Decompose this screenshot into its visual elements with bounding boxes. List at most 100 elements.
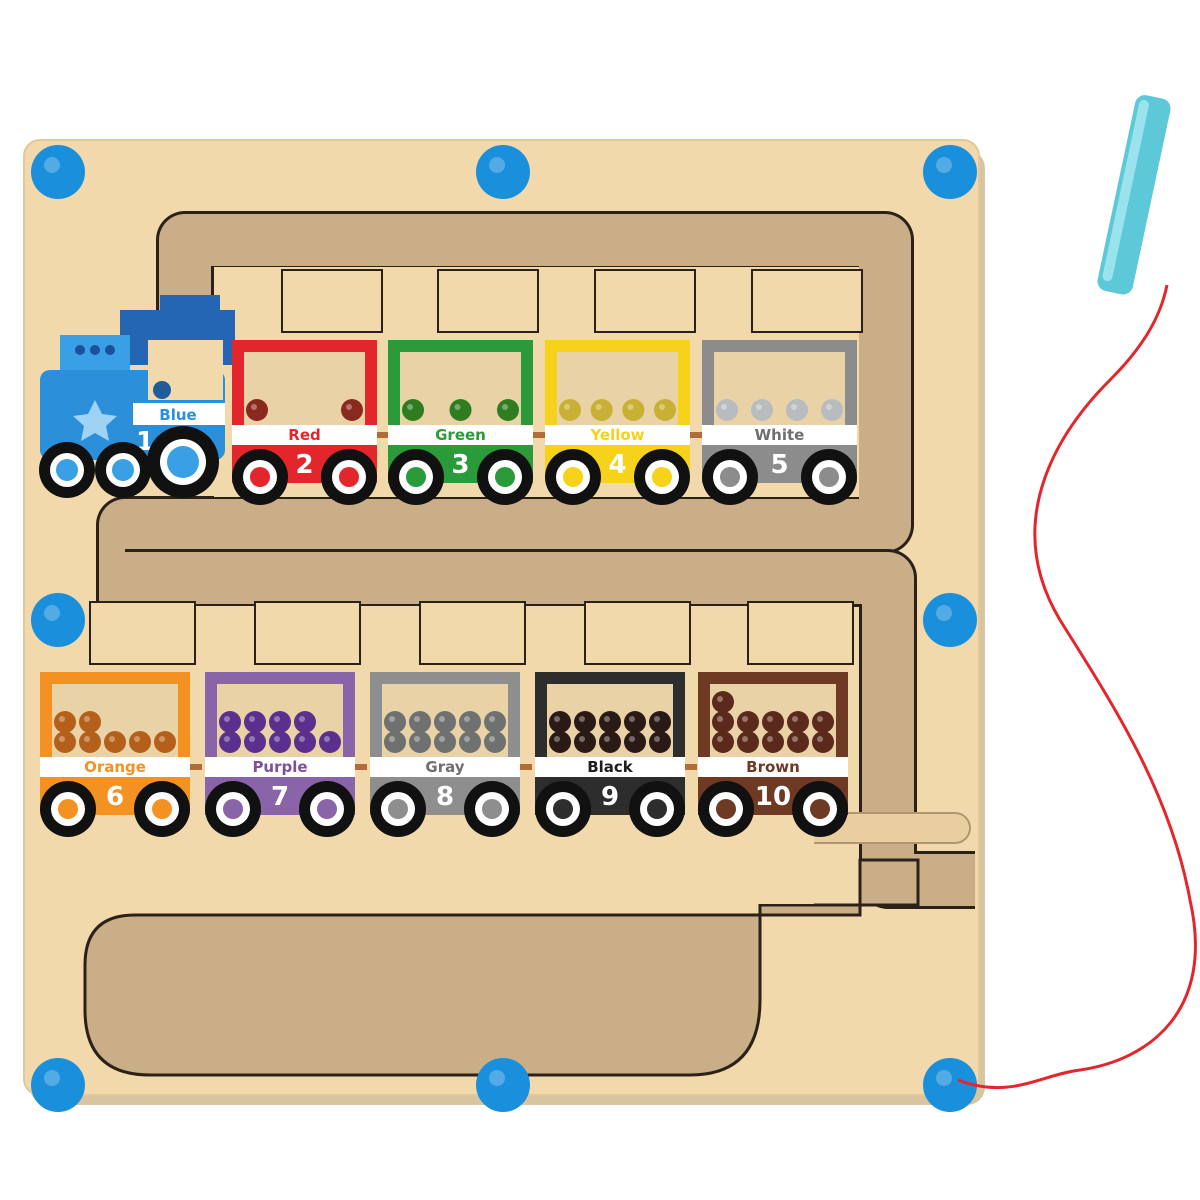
bead-shine — [767, 736, 773, 742]
bead — [129, 731, 151, 753]
bead — [590, 399, 613, 421]
chute-slot — [751, 269, 863, 333]
wheel-hub — [553, 799, 573, 819]
car-number: 6 — [106, 782, 124, 812]
car-number: 7 — [271, 782, 289, 812]
bead — [434, 711, 456, 733]
bead — [459, 731, 481, 753]
knob — [476, 1058, 530, 1112]
coupler — [533, 432, 545, 438]
label-band — [535, 757, 685, 777]
bead-shine — [251, 404, 257, 410]
bead-shine — [629, 736, 635, 742]
blue-locomotive: Blue 1 — [39, 295, 235, 498]
bead-shine — [742, 716, 748, 722]
bead — [712, 711, 734, 733]
bead-shine — [817, 736, 823, 742]
maze-groove — [125, 552, 975, 906]
car-label: Gray — [425, 758, 464, 776]
car-label: Black — [587, 758, 634, 776]
coupler — [190, 764, 202, 770]
bead — [762, 731, 784, 753]
bead — [459, 711, 481, 733]
loco-dot-icon — [90, 345, 100, 355]
bead-shine — [717, 716, 723, 722]
knob-shine — [44, 1070, 60, 1086]
car-number: 5 — [770, 450, 788, 480]
bead-shine — [389, 716, 395, 722]
car-purple: Purple 7 — [205, 601, 367, 837]
bead — [712, 691, 734, 713]
bead-shine — [742, 736, 748, 742]
bead — [244, 731, 266, 753]
bead — [219, 711, 241, 733]
bead-shine — [604, 716, 610, 722]
bead-shine — [134, 736, 140, 742]
label-band — [40, 757, 190, 777]
bead — [104, 731, 126, 753]
bead — [269, 731, 291, 753]
bead — [737, 711, 759, 733]
bead — [79, 711, 101, 733]
bead-shine — [224, 716, 230, 722]
car-number: 9 — [601, 782, 619, 812]
bead-shine — [274, 736, 280, 742]
knob-shine — [489, 157, 505, 173]
bead-shine — [604, 736, 610, 742]
bead — [649, 731, 671, 753]
bead-shine — [454, 404, 461, 410]
wheel-hub — [223, 799, 243, 819]
coupler — [377, 432, 389, 438]
wheel-hub — [482, 799, 502, 819]
label-band — [370, 757, 520, 777]
wheel-hub — [563, 467, 583, 487]
bead-shine — [489, 716, 495, 722]
bead — [219, 731, 241, 753]
bead-shine — [464, 716, 470, 722]
wheel-hub — [250, 467, 270, 487]
car-label: Red — [288, 426, 320, 444]
bead — [762, 711, 784, 733]
bead — [624, 711, 646, 733]
knob — [31, 1058, 85, 1112]
bead-shine — [791, 404, 797, 410]
bead — [549, 711, 571, 733]
bead — [384, 711, 406, 733]
car-label: Purple — [252, 758, 307, 776]
loco-dot-icon — [105, 345, 115, 355]
coupler — [520, 764, 532, 770]
car-label: White — [755, 426, 805, 444]
bead-shine — [654, 716, 660, 722]
bead-shine — [414, 736, 420, 742]
car-label: Yellow — [589, 426, 644, 444]
bead-shine — [721, 404, 727, 410]
blue-knobs — [31, 145, 977, 1112]
bead-shine — [224, 736, 230, 742]
maze-groove — [99, 214, 911, 660]
bead-shine — [554, 716, 560, 722]
chute-slot — [584, 601, 691, 665]
knob-shine — [44, 605, 60, 621]
bead-shine — [59, 716, 65, 722]
wheel-hub — [317, 799, 337, 819]
wheel-hub — [152, 799, 172, 819]
bead-shine — [817, 716, 823, 722]
bead-shine — [109, 736, 115, 742]
bead-shine — [489, 736, 495, 742]
bead — [654, 399, 676, 421]
bead — [649, 711, 671, 733]
label-band — [205, 757, 355, 777]
label-band — [545, 425, 690, 445]
bead — [409, 731, 431, 753]
car-number: 3 — [451, 450, 469, 480]
wheel-hub — [652, 467, 672, 487]
chute-slot — [747, 601, 854, 665]
bead — [497, 399, 519, 421]
bead — [54, 711, 76, 733]
knob-shine — [44, 157, 60, 173]
bead-shine — [717, 696, 723, 702]
bead-shine — [554, 736, 560, 742]
